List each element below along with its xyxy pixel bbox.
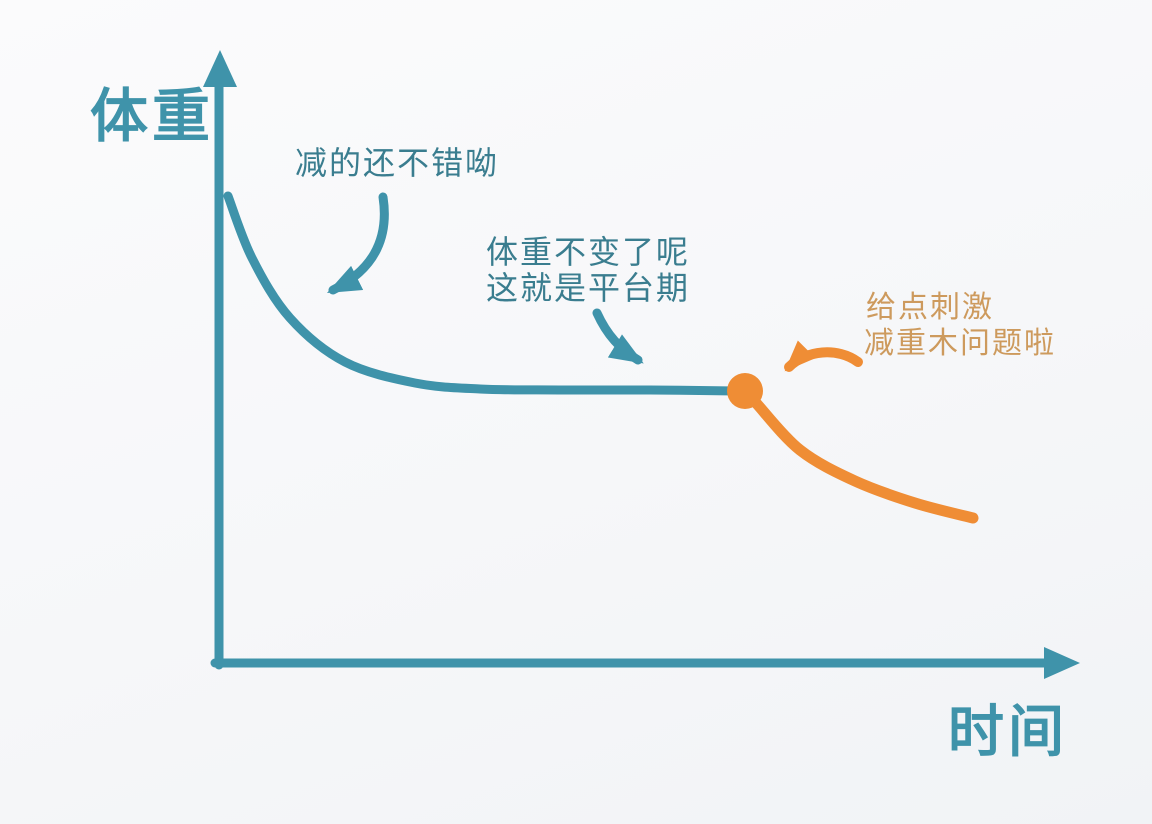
annotation-stimulus-text-line2: 减重木问题啦 <box>864 327 1056 360</box>
annotation-plateau-text-line2: 这就是平台期 <box>486 270 690 306</box>
weight-curve-after-stimulus <box>751 398 979 524</box>
annotation-plateau-arrow <box>592 308 644 365</box>
plateau-point <box>727 373 763 409</box>
annotation-good-progress-text: 减的还不错呦 <box>295 145 499 181</box>
y-axis-label: 体重 <box>90 84 214 149</box>
annotation-stimulus-arrow <box>784 340 863 372</box>
annotation-stimulus-text-line1: 给点刺激 <box>866 291 994 324</box>
y-axis-arrowhead-icon <box>203 50 237 87</box>
annotation-plateau-text-line1: 体重不变了呢 <box>486 234 690 270</box>
x-axis-arrowhead-icon <box>1044 647 1080 679</box>
weight-curve-main <box>223 191 741 396</box>
annotation-good-progress-arrow <box>326 192 389 295</box>
x-axis-label: 时间 <box>948 700 1068 763</box>
